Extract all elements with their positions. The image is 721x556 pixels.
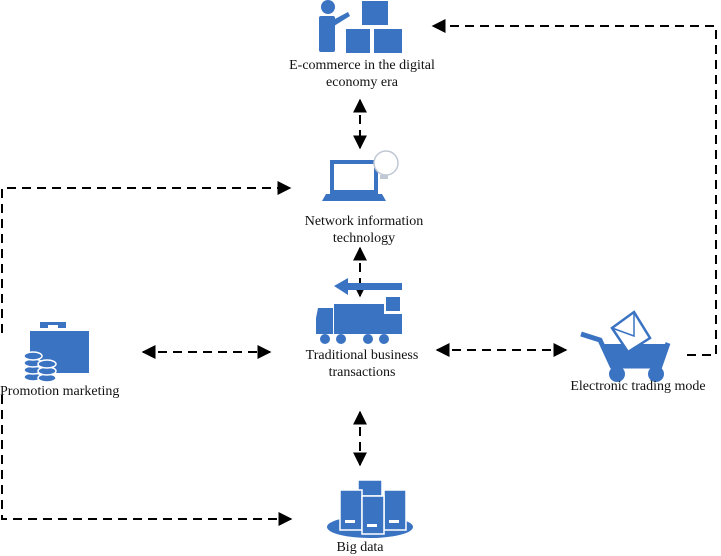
traditional-label: Traditional business transactions — [262, 347, 462, 381]
traditional-label-line2: transactions — [328, 365, 396, 380]
promotion-label: Promotion marketing — [0, 384, 120, 399]
network-label: Network information technology — [264, 213, 464, 247]
electronic-label: Electronic trading mode — [570, 379, 706, 394]
presentation-boxes-icon — [319, 0, 402, 53]
arrow-promotion-to-network — [1, 181, 292, 333]
bigdata-label: Big data — [336, 540, 384, 555]
server-database-icon — [327, 479, 413, 538]
traditional-label-line1: Traditional business — [305, 348, 419, 363]
ecommerce-label-line2: economy era — [326, 75, 398, 90]
briefcase-coins-icon — [23, 322, 89, 383]
network-label-line1: Network information — [304, 214, 424, 229]
arrow-electronic-to-ecommerce — [431, 19, 717, 356]
ecommerce-label: E-commerce in the digital economy era — [262, 57, 462, 91]
network-label-line2: technology — [332, 231, 396, 246]
delivery-truck-icon — [316, 278, 402, 344]
ecommerce-label-line1: E-commerce in the digital — [289, 58, 435, 73]
laptop-lightbulb-icon — [322, 150, 399, 201]
arrow-promotion-to-bigdata — [1, 395, 293, 526]
shopping-cart-mail-icon — [580, 310, 671, 382]
